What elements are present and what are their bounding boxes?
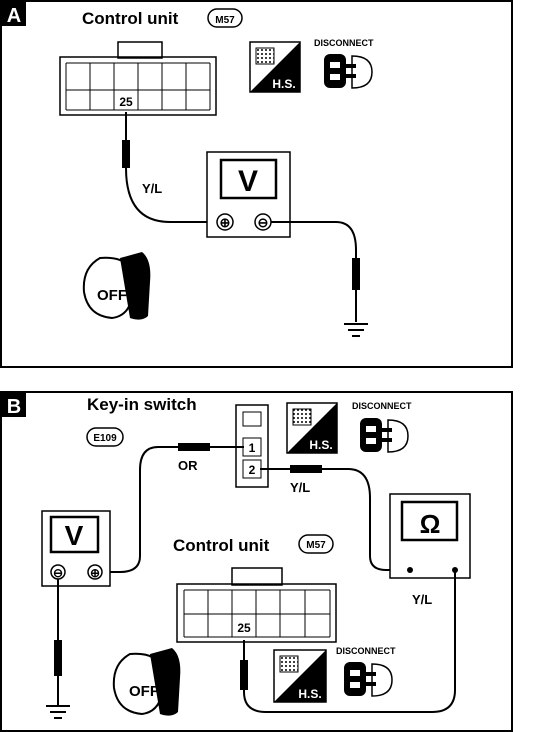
wire-yl-b1 bbox=[260, 468, 410, 571]
control-unit-connector-b bbox=[176, 567, 337, 643]
voltmeter-b-plus: ⊕ bbox=[90, 566, 100, 580]
control-unit-b-badge bbox=[298, 534, 334, 554]
control-unit-b-title: Control unit bbox=[173, 536, 270, 555]
wire-yl-a bbox=[125, 112, 218, 223]
panel-a-title: Control unit bbox=[82, 9, 179, 28]
panel-b-title: Key-in switch bbox=[87, 395, 197, 414]
panel-b-badge bbox=[2, 393, 26, 417]
battery-icon bbox=[255, 47, 275, 65]
battery-icon bbox=[279, 655, 299, 673]
key-off-label-a: OFF bbox=[97, 287, 127, 304]
panel-a-badge bbox=[2, 2, 26, 26]
switch-terminal-1: 1 bbox=[249, 441, 256, 455]
probe-b-cu bbox=[240, 660, 248, 690]
hs-badge-b1: H.S. bbox=[286, 402, 338, 454]
wire-yl-b2 bbox=[243, 570, 456, 713]
hs-badge-b2: H.S. bbox=[273, 649, 327, 703]
panel-b: B Key-in switch E109 1 2 H.S. DISCONNECT bbox=[0, 391, 513, 732]
control-unit-b-code: M57 bbox=[306, 540, 326, 551]
wire-or-label: OR bbox=[178, 458, 198, 473]
voltmeter-a-plus: ⊕ bbox=[220, 215, 231, 230]
panel-a-frame bbox=[0, 0, 513, 368]
wire-yl-label-b1: Y/L bbox=[290, 480, 310, 495]
panel-b-connector-badge bbox=[86, 427, 124, 447]
control-unit-connector-a bbox=[59, 41, 217, 116]
voltmeter-b-minus: ⊖ bbox=[53, 566, 63, 580]
ignition-key-icon-a bbox=[82, 252, 151, 320]
disconnect-label-b2: DISCONNECT bbox=[336, 646, 396, 656]
panel-a-connector-badge bbox=[207, 8, 243, 28]
disconnect-plug-icon bbox=[324, 54, 373, 89]
ground-icon-a bbox=[344, 323, 368, 337]
probe-b-neg bbox=[54, 640, 62, 676]
battery-icon bbox=[292, 408, 312, 426]
panel-b-frame bbox=[0, 391, 513, 732]
panel-b-connector-code: E109 bbox=[93, 433, 117, 444]
hs-label-b1: H.S. bbox=[309, 438, 332, 452]
ohmmeter bbox=[389, 493, 471, 579]
panel-a-label: A bbox=[7, 5, 21, 27]
wire-ground-a bbox=[271, 221, 357, 322]
probe-a-neg bbox=[352, 258, 360, 290]
ohmmeter-symbol: Ω bbox=[420, 509, 441, 539]
probe-yl-b bbox=[290, 465, 322, 473]
panel-a-terminal-25: 25 bbox=[119, 95, 133, 109]
panel-a: A Control unit M57 25 H.S. DISCONNE bbox=[0, 0, 513, 368]
wire-yl-label-b2: Y/L bbox=[412, 592, 432, 607]
hs-label-a: H.S. bbox=[272, 77, 295, 91]
wire-yl-label-a: Y/L bbox=[142, 181, 162, 196]
voltmeter-b-symbol: V bbox=[65, 520, 84, 551]
key-off-label-b: OFF bbox=[129, 683, 159, 700]
probe-or bbox=[178, 443, 210, 451]
voltmeter-b bbox=[41, 510, 111, 587]
disconnect-plug-icon bbox=[344, 662, 393, 697]
hs-label-b2: H.S. bbox=[298, 687, 321, 701]
panel-a-connector-code: M57 bbox=[215, 15, 235, 26]
panel-b-label: B bbox=[7, 396, 21, 418]
disconnect-label-b1: DISCONNECT bbox=[352, 401, 412, 411]
voltmeter-a-minus: ⊖ bbox=[258, 215, 269, 230]
probe-a-pos bbox=[122, 140, 130, 168]
voltmeter-a-symbol: V bbox=[238, 165, 258, 198]
control-unit-b-terminal-25: 25 bbox=[237, 621, 251, 635]
disconnect-plug-icon bbox=[360, 418, 409, 453]
disconnect-label-a: DISCONNECT bbox=[314, 38, 374, 48]
wire-or bbox=[103, 446, 244, 573]
ground-icon-b bbox=[46, 705, 70, 719]
ignition-key-icon-b bbox=[112, 648, 181, 716]
hs-badge-a: H.S. bbox=[249, 41, 301, 93]
switch-terminal-2: 2 bbox=[249, 463, 256, 477]
